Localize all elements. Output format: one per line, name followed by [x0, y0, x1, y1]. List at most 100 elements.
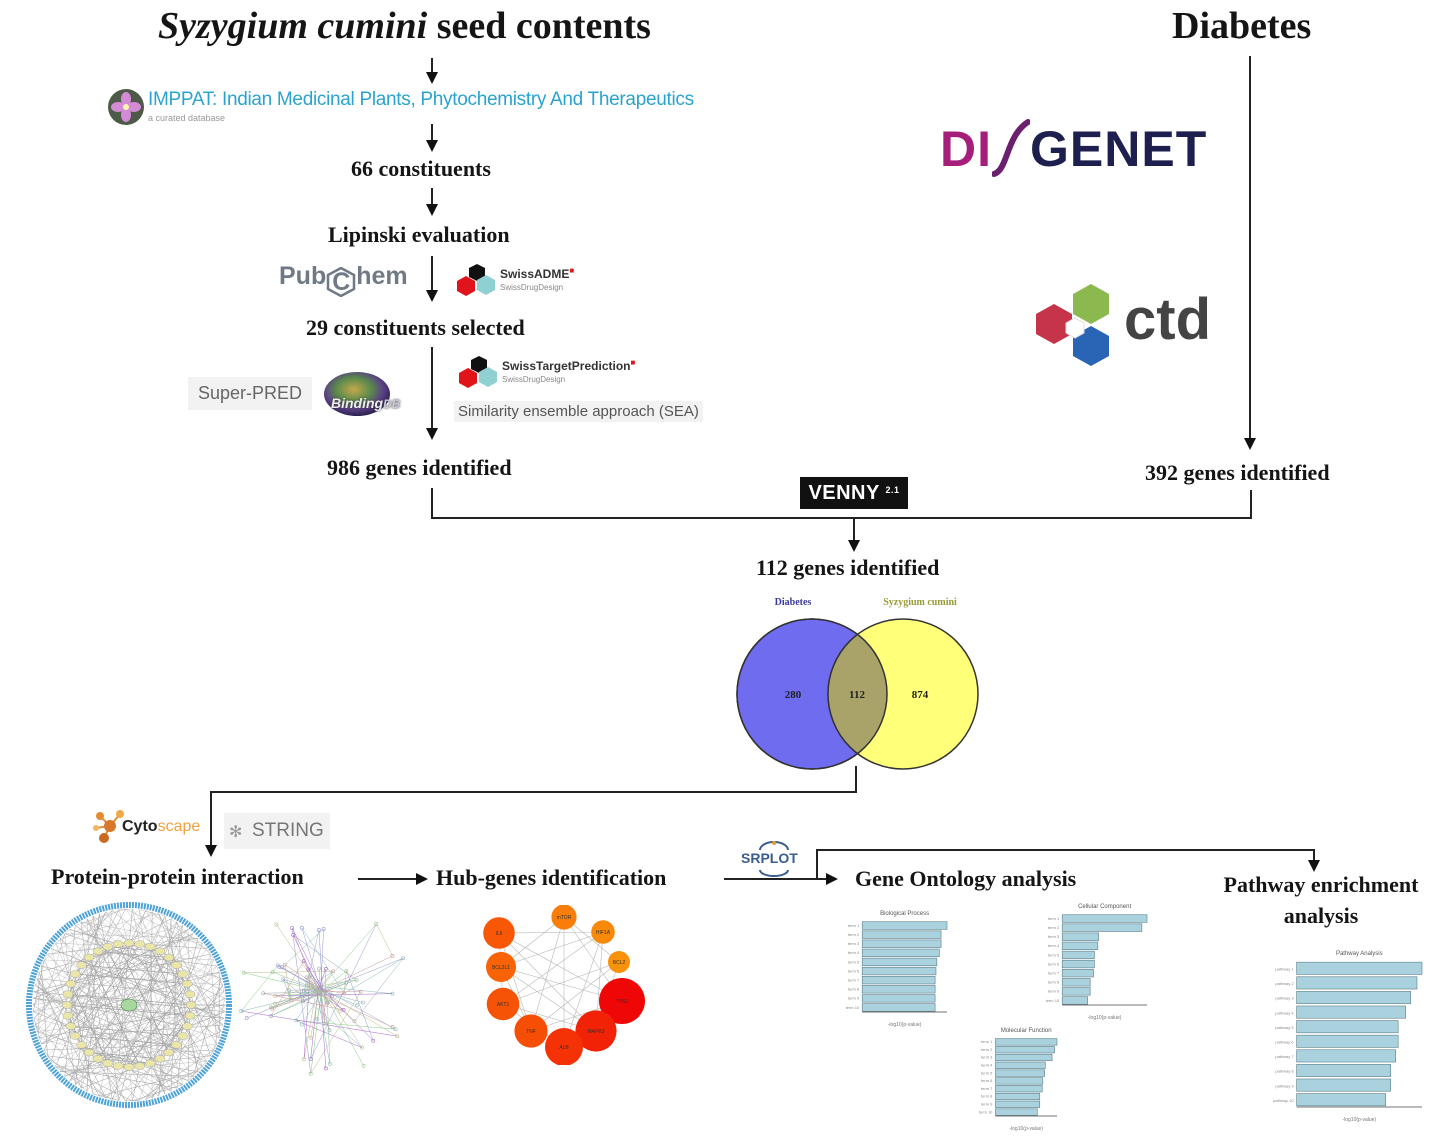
- string-node: [342, 991, 346, 996]
- inner-node: [185, 1001, 197, 1009]
- srplot-arc-icon: [759, 841, 789, 877]
- inner-node: [163, 953, 175, 962]
- bindingdb-text: BindingDB: [331, 395, 400, 411]
- bar-label: term 2: [848, 932, 860, 937]
- swissadme-label: SwissADME: [500, 267, 570, 281]
- string-node: [374, 922, 379, 926]
- inner-node: [83, 1048, 95, 1057]
- bar-label: pathway 9: [1275, 1083, 1294, 1088]
- inner-node: [113, 1062, 124, 1070]
- arrow-line: [724, 878, 828, 880]
- hub-node-label: BCL2L1: [492, 965, 510, 971]
- string-node: [291, 933, 296, 937]
- string-logo: ✻ STRING: [224, 813, 330, 849]
- string-node: [290, 926, 295, 930]
- bar: [1296, 1078, 1391, 1092]
- ctd-logo: [1028, 280, 1128, 381]
- step-lipinski: Lipinski evaluation: [328, 222, 510, 247]
- venn-outline: [736, 618, 888, 770]
- sea-logo: Similarity ensemble approach (SEA): [454, 401, 703, 422]
- inner-node: [163, 1048, 175, 1057]
- bar-label: term 7: [848, 978, 860, 983]
- bar-label: term 3: [981, 1055, 993, 1060]
- inner-node: [65, 1022, 76, 1030]
- venn-overlap-region: [827, 619, 887, 769]
- bar-label: term 6: [981, 1078, 993, 1083]
- bar: [995, 1069, 1045, 1077]
- bar-label: pathway 8: [1275, 1069, 1294, 1074]
- bar: [1296, 1049, 1396, 1063]
- swissadme-name: SwissADME■: [500, 266, 574, 281]
- bar: [1296, 976, 1418, 990]
- inner-node: [177, 970, 188, 978]
- bar: [1296, 1064, 1391, 1077]
- arrow-head: [1244, 438, 1256, 450]
- inner-node: [62, 990, 74, 998]
- inner-node: [113, 940, 124, 948]
- inner-node: [61, 1001, 73, 1009]
- string-node: [306, 967, 311, 972]
- arrow-line: [853, 519, 855, 541]
- bar: [861, 948, 940, 957]
- swisstarget-label: SwissTargetPrediction: [502, 359, 631, 373]
- bar-label: term 7: [1048, 971, 1060, 976]
- hub-node: [486, 987, 520, 1021]
- string-node: [358, 989, 363, 994]
- bar: [995, 1092, 1041, 1101]
- srplot-logo: SRPLOT: [738, 840, 812, 878]
- inner-node: [154, 947, 166, 956]
- arrow-line: [431, 124, 433, 142]
- string-node: [361, 1063, 366, 1068]
- bar: [861, 1003, 936, 1012]
- bar-label: pathway 5: [1275, 1025, 1294, 1030]
- bar: [1061, 987, 1091, 996]
- species-name: Syzygium cumini: [158, 5, 428, 47]
- venn-value-syzygium-only: 874: [912, 689, 929, 701]
- disgenet-part1: DI: [940, 121, 992, 177]
- bar-label: term 2: [1048, 925, 1060, 930]
- string-node: [393, 1027, 398, 1032]
- hub-node-label: IL6: [496, 931, 503, 937]
- string-node: [390, 1025, 395, 1029]
- string-node: [322, 1021, 327, 1026]
- bar: [861, 957, 938, 967]
- bar: [995, 1038, 1058, 1046]
- merge-right-line: [1250, 490, 1252, 519]
- string-node: [360, 1045, 364, 1050]
- venny-version: 2.1: [885, 485, 900, 495]
- step-986-genes: 986 genes identified: [327, 455, 512, 480]
- pubchem-hex-icon: C: [326, 267, 356, 297]
- bar: [1296, 1005, 1406, 1019]
- inner-node: [182, 1022, 193, 1030]
- bar: [1061, 959, 1095, 969]
- title-suffix: seed contents: [427, 5, 651, 47]
- venny-label: VENNY: [808, 482, 880, 504]
- bar-label: term 4: [848, 950, 860, 955]
- string-node: [330, 994, 334, 999]
- inner-node: [76, 1041, 87, 1049]
- string-node: [331, 969, 335, 974]
- arrow-head: [205, 845, 217, 857]
- arrow-line: [358, 878, 418, 880]
- string-node: [390, 954, 395, 958]
- string-node: [287, 993, 292, 998]
- string-node: [317, 928, 321, 932]
- ppi-network-circular: [26, 902, 232, 1108]
- arrow-head: [426, 290, 438, 302]
- diabetes-arrow-line: [1249, 56, 1251, 440]
- bar-label: term 1: [848, 923, 860, 928]
- swisstarget-sub: SwissDrugDesign: [502, 375, 566, 384]
- pubchem-part3: hem: [356, 262, 408, 290]
- step-pathway: Pathway enrichment analysis: [1208, 869, 1434, 931]
- bindingdb-part2: DB: [383, 397, 401, 411]
- venn-label-syzygium: Syzygium cumini: [883, 597, 957, 608]
- string-node: [354, 978, 359, 982]
- bar-label: pathway 6: [1275, 1039, 1294, 1044]
- bar-label: term 4: [1048, 943, 1060, 948]
- superscript-mark: ■: [569, 266, 575, 275]
- pathway-line1: Pathway enrichment: [1223, 872, 1419, 897]
- swissadme-logo: [454, 262, 500, 303]
- hub-gene-network: IL6mTORHIF1ABCL2TP53MAPK3ALBTNFAKT1BCL2L…: [483, 905, 645, 1065]
